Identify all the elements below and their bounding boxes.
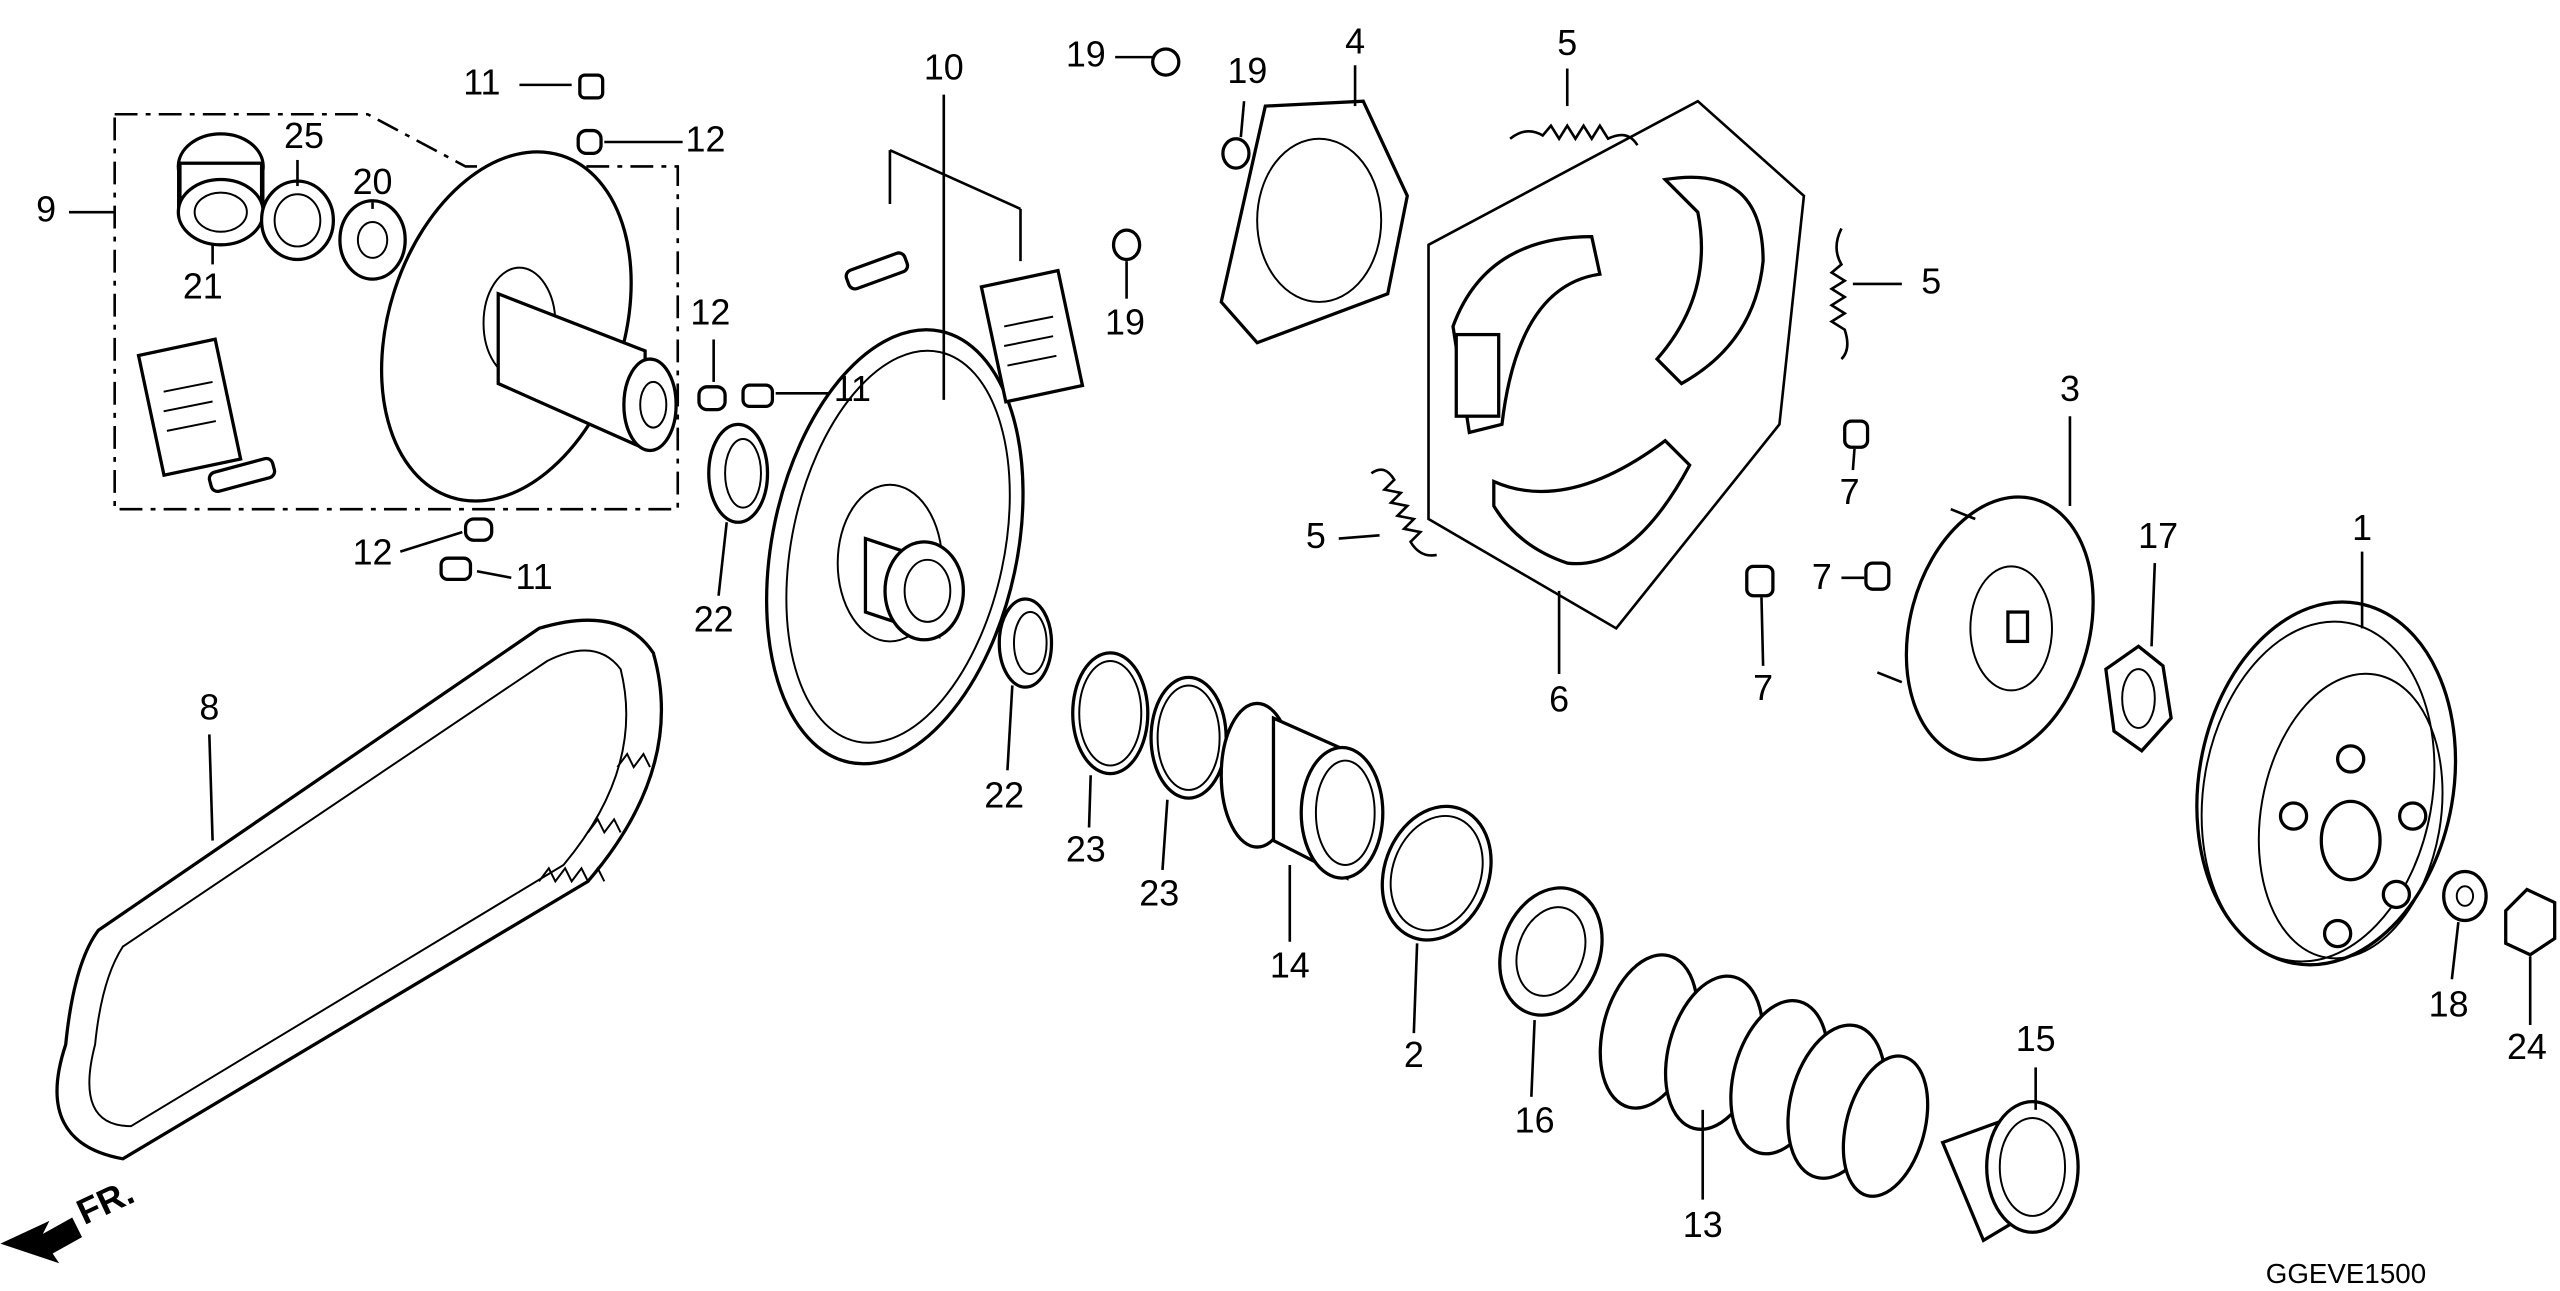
callout-12: 12 [353,532,393,572]
part-19-nut [1111,228,1142,262]
callout-10: 10 [924,48,964,88]
part-8-drive-belt [55,618,664,1161]
part-19-nut [1221,137,1251,170]
callout-21: 21 [183,266,223,306]
part-22-oil-seal [997,597,1054,689]
part-11-pin [741,383,775,409]
assembly-9-boundary [113,112,680,511]
part-16-oil-seal [1498,886,1604,1017]
part-4-plate [1219,99,1410,345]
grease-packet-icon [979,268,1085,404]
callout-5: 5 [1306,516,1326,556]
part-9-driven-face [379,150,678,503]
part-5-spring [1509,123,1639,146]
part-7-nut [1864,561,1891,591]
part-14-collar [1219,701,1385,881]
callout-11: 11 [834,369,871,409]
part-11-pin [578,73,605,100]
callout-16: 16 [1515,1100,1555,1140]
callout-9: 9 [36,190,56,230]
part-6-clutch-shoe [1654,175,1765,386]
part-21-needle-bearing [176,132,265,247]
part-7-nut [1843,419,1870,449]
callout-3: 3 [2060,369,2080,409]
part-15-collar [1940,1100,2080,1243]
part-3-drive-plate [1876,495,2095,762]
part-12-collar [576,128,603,156]
callout-18: 18 [2429,984,2469,1024]
callout-23: 23 [1139,874,1179,914]
part-25-circlip [259,179,336,262]
grease-tube-icon [207,456,277,494]
callout-22: 22 [694,599,734,639]
part-24-nut [2504,887,2557,957]
part-2-o-ring [1380,804,1493,942]
grease-tube-icon [844,251,910,291]
front-direction-arrow: FR. [0,1172,140,1264]
part-23-o-ring [1071,651,1150,776]
part-7-nut [1745,564,1775,598]
part-11-pin [439,556,473,582]
part-18-washer [2442,869,2488,923]
callout-11: 11 [463,62,500,102]
callout-4: 4 [1345,22,1365,62]
callout-15: 15 [2016,1019,2056,1059]
callout-1: 1 [2352,508,2372,548]
part-23-o-ring [1149,675,1228,800]
callout-19: 19 [1227,51,1267,91]
part-5-spring [1829,227,1849,360]
diagram-code: GGEVE1500 [2266,1258,2426,1289]
part-22-oil-seal [707,422,770,524]
callout-12: 12 [686,119,726,159]
part-13-spring [1598,953,1930,1198]
part-6-clutch-shoe [1492,438,1692,566]
callout-19: 19 [1105,302,1145,342]
part-12-collar [463,517,494,542]
part-17-nut [2104,644,2173,753]
part-20-bearing [338,199,407,281]
callout-2: 2 [1404,1035,1424,1075]
callout-5: 5 [1557,23,1577,63]
callout-19: 19 [1066,35,1106,75]
part-5-spring [1370,468,1437,557]
callout-7: 7 [1840,472,1860,512]
callout-7: 7 [1812,557,1832,597]
front-direction-label: FR. [71,1172,140,1233]
part-19-nut [1151,47,1181,77]
part-12-collar [697,385,727,412]
part-1-clutch-outer [2195,600,2458,967]
callout-13: 13 [1683,1205,1723,1245]
grease-packet-icon [136,337,243,478]
part-10-driven-face [764,328,1025,766]
callout-12: 12 [690,292,730,332]
callout-6: 6 [1549,679,1569,719]
callout-25: 25 [284,116,324,156]
callout-23: 23 [1066,829,1106,869]
callout-24: 24 [2507,1027,2547,1067]
callout-17: 17 [2138,516,2178,556]
callout-11: 11 [515,557,552,597]
callout-20: 20 [353,162,393,202]
callout-7: 7 [1753,668,1773,708]
callout-14: 14 [1270,945,1310,985]
callout-8: 8 [199,687,219,727]
part-6-shoe-group-boundary [1427,99,1806,631]
callout-22: 22 [984,776,1024,816]
callout-5: 5 [1921,261,1941,301]
